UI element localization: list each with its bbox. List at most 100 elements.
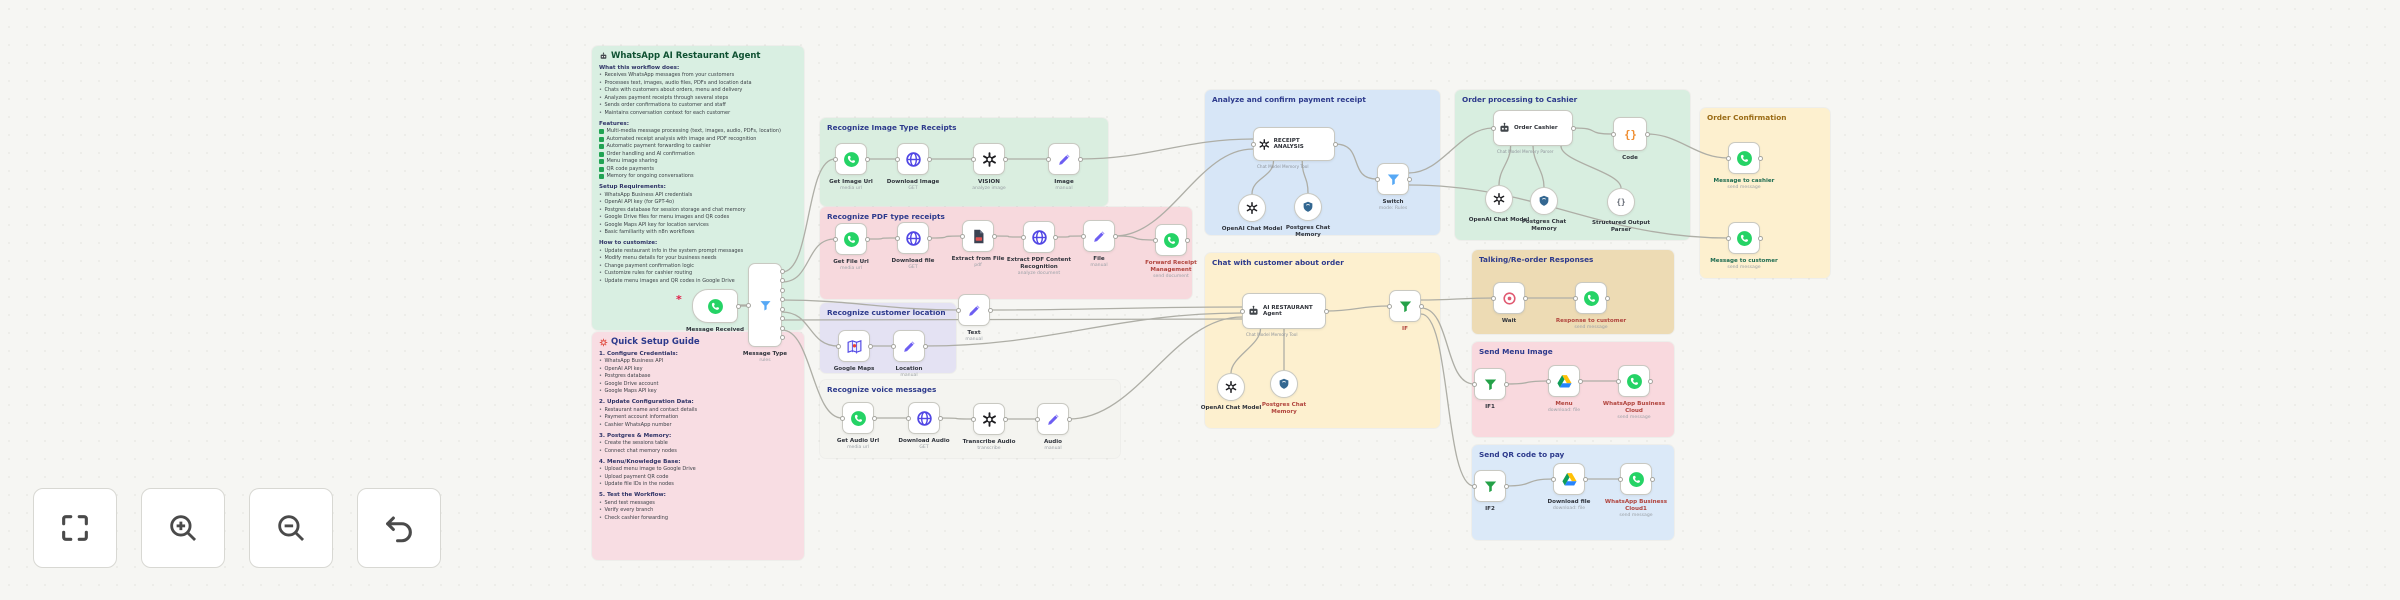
message-to-cashier-node[interactable]	[1728, 142, 1760, 174]
port[interactable]	[1503, 483, 1509, 489]
openai-chat-model-node[interactable]	[1238, 194, 1266, 222]
extract-from-file-node[interactable]	[962, 220, 994, 252]
port[interactable]	[1582, 476, 1588, 482]
port[interactable]	[959, 233, 965, 239]
image-set-node[interactable]	[1048, 143, 1080, 175]
postgres-chat-memory-node[interactable]	[1530, 187, 1558, 215]
undo-button[interactable]	[357, 488, 441, 568]
port[interactable]	[926, 156, 932, 162]
download-audio-node[interactable]	[908, 402, 940, 434]
port[interactable]	[1250, 141, 1256, 147]
response-to-customer-node[interactable]	[1575, 282, 1607, 314]
port[interactable]	[890, 343, 896, 349]
port[interactable]	[745, 302, 751, 308]
openai-chat-model-node[interactable]	[1485, 185, 1513, 213]
port[interactable]	[1112, 233, 1118, 239]
port[interactable]	[1644, 131, 1650, 137]
port[interactable]	[1406, 176, 1412, 182]
port[interactable]	[735, 303, 741, 309]
port[interactable]	[1002, 156, 1008, 162]
port[interactable]	[970, 416, 976, 422]
location-set-node[interactable]	[893, 330, 925, 362]
port[interactable]	[1522, 295, 1528, 301]
get-audio-url-node[interactable]	[842, 402, 874, 434]
port[interactable]	[1471, 381, 1477, 387]
port[interactable]	[1725, 155, 1731, 161]
port[interactable]	[1152, 237, 1158, 243]
switch-node[interactable]	[1377, 163, 1409, 195]
port[interactable]	[1184, 237, 1190, 243]
port[interactable]	[1577, 378, 1583, 384]
port[interactable]	[864, 156, 870, 162]
port[interactable]	[779, 278, 785, 283]
port[interactable]	[1490, 125, 1496, 131]
port[interactable]	[1323, 308, 1329, 314]
menu-drive-node[interactable]	[1548, 365, 1580, 397]
message-to-customer-node[interactable]	[1728, 222, 1760, 254]
whatsapp-business-cloud-node[interactable]	[1618, 365, 1650, 397]
vision-node[interactable]	[973, 143, 1005, 175]
port[interactable]	[894, 156, 900, 162]
port[interactable]	[835, 343, 841, 349]
port[interactable]	[1610, 131, 1616, 137]
get-image-url-node[interactable]	[835, 143, 867, 175]
port[interactable]	[1570, 125, 1576, 131]
wait-node[interactable]	[1493, 282, 1525, 314]
file-set-node[interactable]	[1083, 220, 1115, 252]
port[interactable]	[1572, 295, 1578, 301]
port[interactable]	[832, 156, 838, 162]
if2-node[interactable]	[1474, 470, 1506, 502]
get-file-url-node[interactable]	[835, 223, 867, 255]
port[interactable]	[937, 415, 943, 421]
port[interactable]	[922, 343, 928, 349]
port[interactable]	[1604, 295, 1610, 301]
port[interactable]	[1503, 381, 1509, 387]
postgres-chat-memory-node[interactable]	[1270, 370, 1298, 398]
postgres-chat-memory-node[interactable]	[1294, 193, 1322, 221]
fit-view-button[interactable]	[33, 488, 117, 568]
port[interactable]	[1757, 235, 1763, 241]
port[interactable]	[987, 307, 993, 313]
download-file-node[interactable]	[897, 222, 929, 254]
download-file-drive-node[interactable]	[1553, 463, 1585, 495]
whatsapp-trigger-node[interactable]	[692, 289, 738, 323]
if1-node[interactable]	[1474, 368, 1506, 400]
port[interactable]	[1239, 308, 1245, 314]
openai-chat-model-node[interactable]	[1217, 373, 1245, 401]
ai-restaurant-agent-node[interactable]: AI RESTAURANT Agent	[1242, 293, 1326, 329]
port[interactable]	[1020, 234, 1026, 240]
port[interactable]	[1034, 416, 1040, 422]
note-recognize-pdf-receipts[interactable]: Recognize PDF type receipts	[820, 207, 1192, 299]
port[interactable]	[1647, 378, 1653, 384]
text-set-node[interactable]	[958, 294, 990, 326]
port[interactable]	[1725, 235, 1731, 241]
port[interactable]	[1002, 416, 1008, 422]
if-node[interactable]	[1389, 290, 1421, 322]
note-order-confirmation[interactable]: Order Confirmation	[1700, 108, 1830, 278]
port[interactable]	[1374, 176, 1380, 182]
port[interactable]	[926, 235, 932, 241]
google-maps-node[interactable]	[838, 330, 870, 362]
zoom-out-button[interactable]	[249, 488, 333, 568]
port[interactable]	[1080, 233, 1086, 239]
port[interactable]	[864, 236, 870, 242]
port[interactable]	[779, 316, 785, 321]
port[interactable]	[779, 297, 785, 302]
port[interactable]	[955, 307, 961, 313]
forward-receipt-management-node[interactable]	[1155, 224, 1187, 256]
extract-pdf-content-node[interactable]	[1023, 221, 1055, 253]
message-type-switch-node[interactable]	[748, 263, 782, 347]
port[interactable]	[991, 233, 997, 239]
port[interactable]	[779, 287, 785, 293]
port[interactable]	[894, 235, 900, 241]
port[interactable]	[779, 306, 785, 312]
port[interactable]	[779, 325, 785, 331]
download-image-node[interactable]	[897, 143, 929, 175]
port[interactable]	[1545, 378, 1551, 384]
port[interactable]	[1615, 378, 1621, 384]
port[interactable]	[839, 415, 845, 421]
transcribe-audio-node[interactable]	[973, 403, 1005, 435]
